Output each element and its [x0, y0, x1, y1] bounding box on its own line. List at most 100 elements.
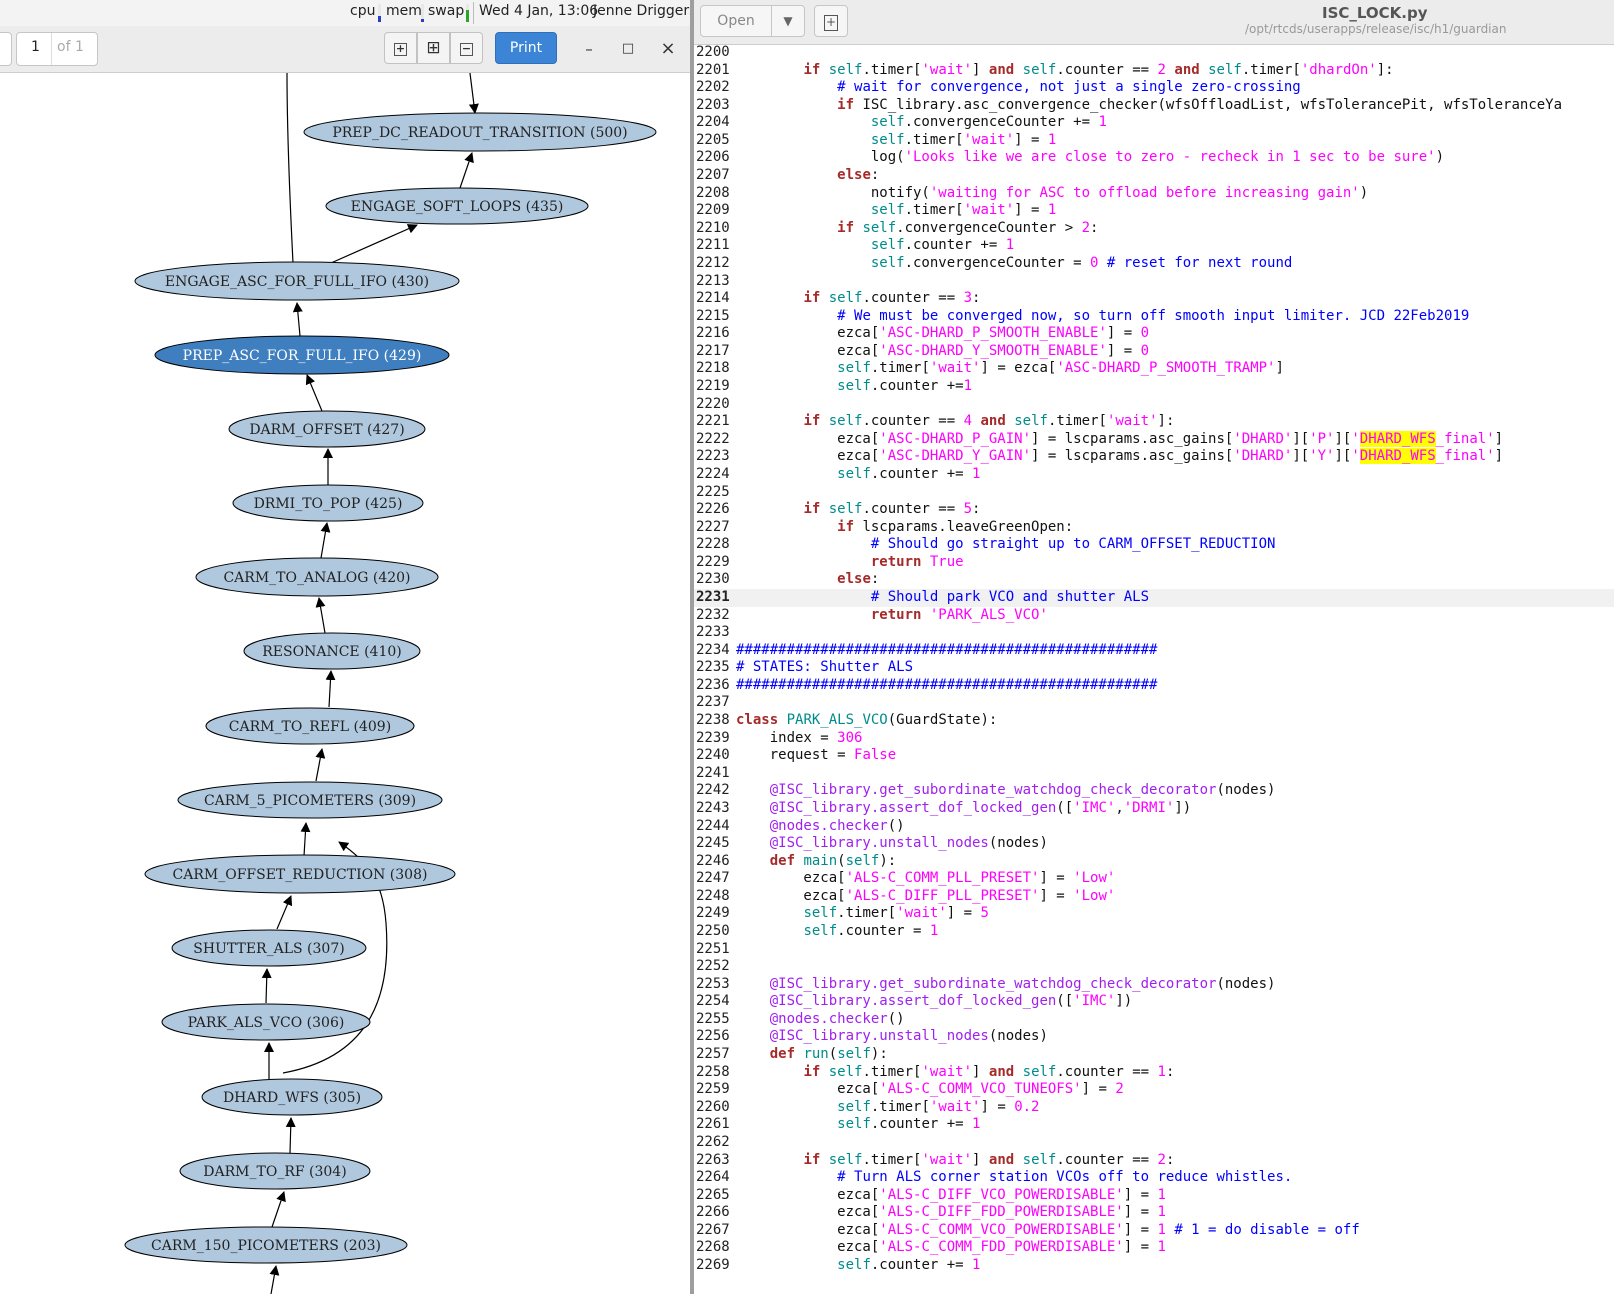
print-button[interactable]: Print	[495, 32, 557, 64]
code-line[interactable]: 2232 return 'PARK_ALS_VCO'	[694, 607, 1614, 625]
line-text[interactable]: ezca['ALS-C_DIFF_VCO_POWERDISABLE'] = 1	[736, 1186, 1166, 1203]
code-line[interactable]: 2259 ezca['ALS-C_COMM_VCO_TUNEOFS'] = 2	[694, 1081, 1614, 1099]
line-text[interactable]: @ISC_library.get_subordinate_watchdog_ch…	[769, 782, 1276, 799]
state-node[interactable]: ENGAGE_SOFT_LOOPS (435)	[325, 187, 589, 225]
code-line[interactable]: 2210 if self.convergenceCounter > 2:	[694, 220, 1614, 238]
code-line[interactable]: 2258 if self.timer['wait'] and self.coun…	[694, 1064, 1614, 1082]
code-line[interactable]: 2241	[694, 765, 1614, 783]
line-text[interactable]: self.timer['wait'] = ezca['ASC-DHARD_P_S…	[837, 360, 1284, 377]
line-text[interactable]: def run(self):	[769, 1046, 888, 1063]
state-node[interactable]: CARM_5_PICOMETERS (309)	[177, 781, 443, 819]
line-text[interactable]: ezca['ALS-C_DIFF_PLL_PRESET'] = 'Low'	[736, 887, 1116, 904]
line-text[interactable]: return True	[870, 553, 964, 570]
code-line[interactable]: 2239 index = 306	[694, 730, 1614, 748]
line-text[interactable]: else:	[837, 167, 880, 184]
code-line[interactable]: 2265 ezca['ALS-C_DIFF_VCO_POWERDISABLE']…	[694, 1187, 1614, 1205]
code-line[interactable]: 2227 if lscparams.leaveGreenOpen:	[694, 519, 1614, 537]
line-text[interactable]: # Should go straight up to CARM_OFFSET_R…	[870, 536, 1276, 553]
new-document-button[interactable]: +	[814, 5, 848, 37]
line-text[interactable]: request = False	[736, 747, 897, 764]
code-line[interactable]: 2244 @nodes.checker()	[694, 818, 1614, 836]
state-node[interactable]: DARM_OFFSET (427)	[228, 410, 426, 448]
code-line[interactable]: 2229 return True	[694, 554, 1614, 572]
line-text[interactable]: ezca['ALS-C_DIFF_FDD_POWERDISABLE'] = 1	[736, 1204, 1166, 1221]
state-node[interactable]: ENGAGE_ASC_FOR_FULL_IFO (430)	[134, 261, 460, 301]
code-line[interactable]: 2203 if ISC_library.asc_convergence_chec…	[694, 97, 1614, 115]
code-line[interactable]: 2208 notify('waiting for ASC to offload …	[694, 185, 1614, 203]
line-text[interactable]: ezca['ALS-C_COMM_VCO_POWERDISABLE'] = 1 …	[736, 1221, 1360, 1238]
state-node[interactable]: PARK_ALS_VCO (306)	[161, 1003, 371, 1041]
line-text[interactable]: ezca['ASC-DHARD_P_SMOOTH_ENABLE'] = 0	[736, 325, 1150, 342]
page-number-input[interactable]: 1	[31, 39, 40, 55]
state-node[interactable]: CARM_TO_ANALOG (420)	[195, 557, 439, 597]
code-line[interactable]: 2245 @ISC_library.unstall_nodes(nodes)	[694, 835, 1614, 853]
line-text[interactable]: ezca['ASC-DHARD_P_GAIN'] = lscparams.asc…	[736, 430, 1504, 447]
line-text[interactable]: ezca['ASC-DHARD_Y_GAIN'] = lscparams.asc…	[736, 448, 1504, 465]
open-button[interactable]: Open	[700, 5, 772, 37]
line-text[interactable]: log('Looks like we are close to zero - r…	[736, 149, 1445, 166]
line-text[interactable]: self.counter += 1	[870, 237, 1015, 254]
pane-divider[interactable]	[690, 0, 694, 1294]
minimize-button[interactable]: –	[585, 40, 593, 58]
code-line[interactable]: 2253 @ISC_library.get_subordinate_watchd…	[694, 976, 1614, 994]
code-line[interactable]: 2200	[694, 44, 1614, 62]
code-line[interactable]: 2218 self.timer['wait'] = ezca['ASC-DHAR…	[694, 360, 1614, 378]
code-line[interactable]: 2260 self.timer['wait'] = 0.2	[694, 1099, 1614, 1117]
line-text[interactable]: self.timer['wait'] = 0.2	[837, 1098, 1040, 1115]
line-text[interactable]: @nodes.checker()	[769, 1010, 905, 1027]
code-line[interactable]: 2249 self.timer['wait'] = 5	[694, 905, 1614, 923]
code-line[interactable]: 2235# STATES: Shutter ALS	[694, 659, 1614, 677]
code-line[interactable]: 2205 self.timer['wait'] = 1	[694, 132, 1614, 150]
line-text[interactable]: def main(self):	[769, 852, 897, 869]
code-line[interactable]: 2251	[694, 941, 1614, 959]
line-text[interactable]: @ISC_library.get_subordinate_watchdog_ch…	[769, 975, 1276, 992]
code-line[interactable]: 2207 else:	[694, 167, 1614, 185]
code-line[interactable]: 2220	[694, 396, 1614, 414]
code-line[interactable]: 2240 request = False	[694, 747, 1614, 765]
zoom-fit-button[interactable]: ⊞	[417, 32, 450, 64]
code-line[interactable]: 2248 ezca['ALS-C_DIFF_PLL_PRESET'] = 'Lo…	[694, 888, 1614, 906]
code-line[interactable]: 2261 self.counter += 1	[694, 1116, 1614, 1134]
code-line[interactable]: 2246 def main(self):	[694, 853, 1614, 871]
code-line[interactable]: 2224 self.counter += 1	[694, 466, 1614, 484]
line-text[interactable]: # STATES: Shutter ALS	[736, 659, 914, 676]
line-text[interactable]: # Should park VCO and shutter ALS	[870, 588, 1150, 605]
code-line[interactable]: 2206 log('Looks like we are close to zer…	[694, 149, 1614, 167]
user-name[interactable]: Jenne Driggers	[593, 3, 697, 19]
code-line[interactable]: 2202 # wait for convergence, not just a …	[694, 79, 1614, 97]
code-line[interactable]: 2267 ezca['ALS-C_COMM_VCO_POWERDISABLE']…	[694, 1222, 1614, 1240]
line-text[interactable]: self.timer['wait'] = 1	[870, 202, 1057, 219]
line-text[interactable]: ezca['ALS-C_COMM_FDD_POWERDISABLE'] = 1	[736, 1239, 1166, 1256]
code-line[interactable]: 2250 self.counter = 1	[694, 923, 1614, 941]
code-line[interactable]: 2243 @ISC_library.assert_dof_locked_gen(…	[694, 800, 1614, 818]
line-text[interactable]: if self.timer['wait'] and self.counter =…	[803, 1151, 1175, 1168]
code-line[interactable]: 2209 self.timer['wait'] = 1	[694, 202, 1614, 220]
line-text[interactable]: # Turn ALS corner station VCOs off to re…	[837, 1169, 1293, 1186]
sidebar-toggle[interactable]	[0, 32, 12, 66]
line-text[interactable]: ezca['ASC-DHARD_Y_SMOOTH_ENABLE'] = 0	[736, 342, 1150, 359]
line-text[interactable]: ezca['ALS-C_COMM_VCO_TUNEOFS'] = 2	[736, 1081, 1124, 1098]
code-line[interactable]: 2255 @nodes.checker()	[694, 1011, 1614, 1029]
state-node[interactable]: CARM_OFFSET_REDUCTION (308)	[144, 854, 456, 894]
line-text[interactable]: self.counter += 1	[837, 1257, 981, 1274]
line-text[interactable]: ezca['ALS-C_COMM_PLL_PRESET'] = 'Low'	[736, 870, 1116, 887]
zoom-out-button[interactable]: −	[450, 32, 483, 64]
code-line[interactable]: 2231 # Should park VCO and shutter ALS	[694, 588, 1614, 607]
line-text[interactable]: if self.timer['wait'] and self.counter =…	[803, 1063, 1175, 1080]
code-line[interactable]: 2256 @ISC_library.unstall_nodes(nodes)	[694, 1028, 1614, 1046]
line-text[interactable]: if ISC_library.asc_convergence_checker(w…	[837, 96, 1563, 113]
close-button[interactable]: ×	[660, 38, 676, 59]
page-selector[interactable]: 1 of 1	[16, 32, 98, 66]
line-text[interactable]: @nodes.checker()	[769, 817, 905, 834]
line-text[interactable]: # We must be converged now, so turn off …	[837, 307, 1470, 324]
code-line[interactable]: 2262	[694, 1134, 1614, 1152]
line-text[interactable]: self.timer['wait'] = 5	[803, 905, 989, 922]
state-node[interactable]: PREP_ASC_FOR_FULL_IFO (429)	[154, 335, 450, 375]
state-node[interactable]: CARM_TO_REFL (409)	[205, 707, 415, 745]
code-line[interactable]: 2222 ezca['ASC-DHARD_P_GAIN'] = lscparam…	[694, 430, 1614, 449]
state-graph[interactable]: PREP_DC_READOUT_TRANSITION (500)ENGAGE_S…	[0, 73, 690, 1294]
maximize-button[interactable]: □	[621, 41, 635, 56]
code-line[interactable]: 2216 ezca['ASC-DHARD_P_SMOOTH_ENABLE'] =…	[694, 325, 1614, 343]
